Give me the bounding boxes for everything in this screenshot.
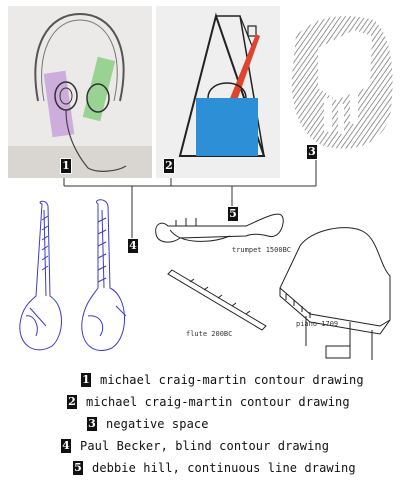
chair-drawing (291, 16, 393, 149)
legend-item-1: 1 michael craig-martin contour drawing (80, 372, 364, 388)
legend-badge-2: 2 (66, 394, 78, 410)
badge-4: 4 (127, 238, 139, 254)
trumpet-caption: trumpet 1500BC (232, 246, 292, 254)
headphones-drawing (8, 12, 152, 178)
connector-lines (63, 160, 317, 238)
legend-item-3: 3 negative space (86, 416, 209, 432)
metronome-artwork-panel: 2 (156, 6, 280, 178)
badge-5: 5 (227, 206, 239, 222)
badge-2: 2 (163, 158, 175, 174)
legend-text-3: negative space (106, 417, 209, 431)
legend-badge-4: 4 (60, 438, 72, 454)
legend-badge-5: 5 (72, 460, 84, 476)
legend-badge-3: 3 (86, 416, 98, 432)
metronome-drawing (178, 12, 266, 157)
legend-item-4: 4 Paul Becker, blind contour drawing (60, 438, 329, 454)
continuous-line-instruments-panel: trumpet 1500BC flute 200BC piano 1709 5 (150, 196, 402, 368)
legend-badge-1: 1 (80, 372, 92, 388)
legend-text-5: debbie hill, continuous line drawing (92, 461, 356, 475)
legend-text-2: michael craig-martin contour drawing (86, 395, 350, 409)
legend-item-5: 5 debbie hill, continuous line drawing (72, 460, 356, 476)
flute-caption: flute 200BC (186, 330, 233, 338)
legend-text-4: Paul Becker, blind contour drawing (80, 439, 330, 453)
legend: 1 michael craig-martin contour drawing 2… (0, 368, 408, 498)
legend-text-1: michael craig-martin contour drawing (100, 373, 364, 387)
piano-caption: piano 1709 (296, 320, 339, 328)
guitars-drawing (19, 199, 127, 351)
chair-negative-space-panel: 3 (284, 6, 400, 160)
badge-3: 3 (306, 144, 318, 160)
blind-contour-guitars-panel: 4 (6, 196, 152, 368)
instruments-drawing (155, 213, 391, 360)
headphones-artwork-panel: 1 (8, 6, 152, 178)
legend-item-2: 2 michael craig-martin contour drawing (66, 394, 350, 410)
badge-1: 1 (60, 158, 72, 174)
